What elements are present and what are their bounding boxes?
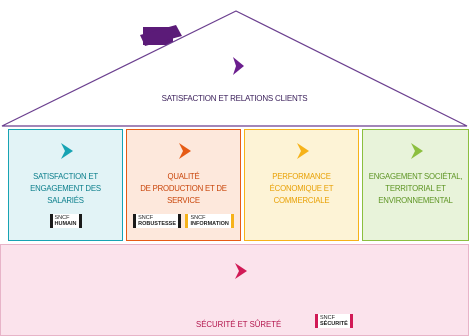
base-securite: SÉCURITÉ ET SÛRETÉ SNCF SÉCURITÉ <box>0 244 469 336</box>
pillar-label-line: SATISFACTION ET <box>33 172 98 181</box>
sncf-robustesse-badge: SNCF ROBUSTESSE <box>133 214 182 228</box>
pillar-arrow-icon <box>60 143 73 159</box>
pillar-label: ENGAGEMENT SOCIÉTAL, TERRITORIAL ET ENVI… <box>365 171 466 207</box>
roof <box>1 10 468 127</box>
roof-triangle <box>1 10 468 127</box>
pillar-label: SATISFACTION ET ENGAGEMENT DES SALARIÉS <box>11 171 120 207</box>
pillar-label-line: PERFORMANCE <box>272 172 331 181</box>
pillar-label-line: DE PRODUCTION ET DE <box>140 184 227 193</box>
pillar-performance: PERFORMANCE ÉCONOMIQUE ET COMMERCIALE <box>244 129 359 241</box>
pillar-arrow-icon <box>296 143 309 159</box>
pillar-label-line: ÉCONOMIQUE ET <box>269 184 334 193</box>
sncf-securite-badge: SNCF SÉCURITÉ <box>315 314 353 328</box>
pillar-engagement: ENGAGEMENT SOCIÉTAL, TERRITORIAL ET ENVI… <box>362 129 469 241</box>
pillar-arrow-icon <box>178 143 191 159</box>
base-arrow-icon <box>235 263 247 279</box>
pillar-label-line: SALARIÉS <box>47 196 84 205</box>
chimney-top <box>140 25 182 46</box>
roof-arrow-icon <box>233 57 244 75</box>
pillar-arrow-icon <box>410 143 423 159</box>
pillar-qualite: QUALITÉ DE PRODUCTION ET DE SERVICE SNCF… <box>126 129 241 241</box>
pillar-label-line: TERRITORIAL ET <box>385 184 446 193</box>
roof-label: SATISFACTION ET RELATIONS CLIENTS <box>161 94 308 103</box>
pillar-label: QUALITÉ DE PRODUCTION ET DE SERVICE <box>129 171 238 207</box>
sncf-information-badge: SNCF INFORMATION <box>185 214 234 228</box>
pillar-label-line: COMMERCIALE <box>273 196 330 205</box>
pillar-label-line: QUALITÉ <box>167 172 200 181</box>
base-label: SÉCURITÉ ET SÛRETÉ <box>196 320 282 329</box>
sncf-humain-badge: SNCF HUMAIN <box>49 214 82 228</box>
pillar-label-line: SERVICE <box>167 196 200 205</box>
pillar-label-line: ENGAGEMENT SOCIÉTAL, <box>368 172 463 181</box>
pillar-label-line: ENVIRONNEMENTAL <box>378 196 453 205</box>
pillar-label-line: ENGAGEMENT DES <box>30 184 101 193</box>
pillar-salaries: SATISFACTION ET ENGAGEMENT DES SALARIÉS … <box>8 129 123 241</box>
pillar-label: PERFORMANCE ÉCONOMIQUE ET COMMERCIALE <box>247 171 356 207</box>
